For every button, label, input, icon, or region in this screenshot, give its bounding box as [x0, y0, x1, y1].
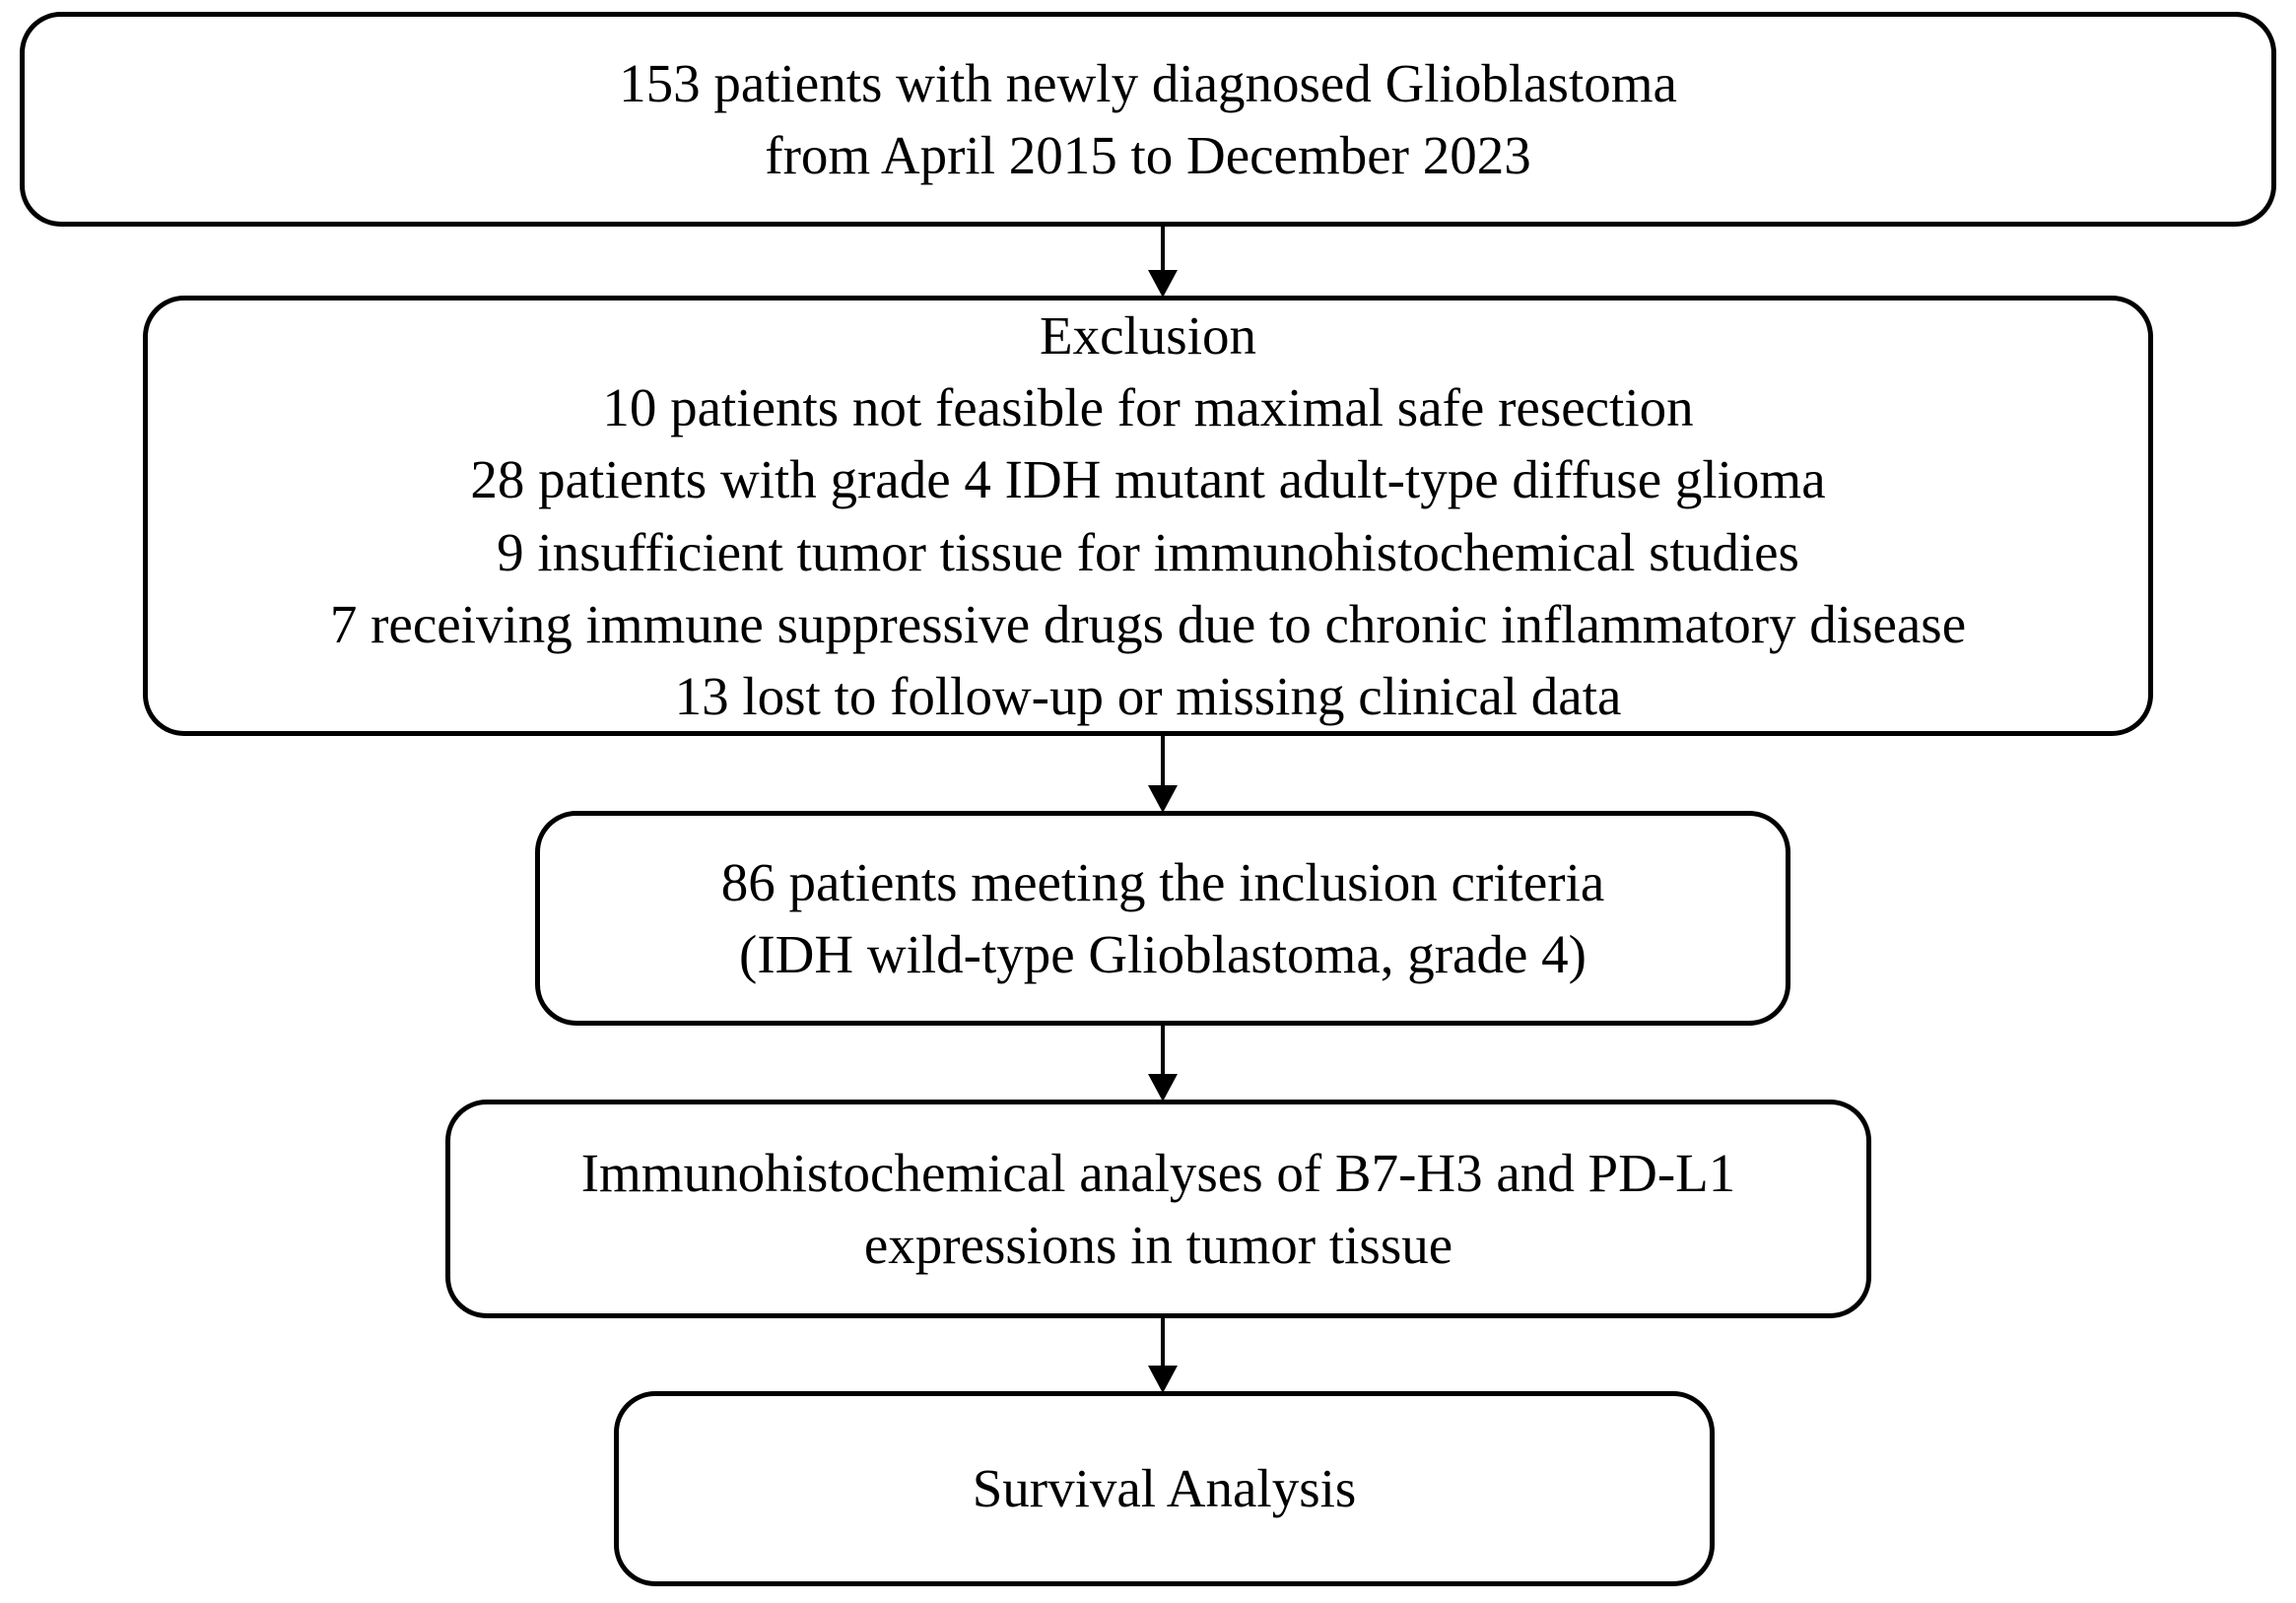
box-text-line: 86 patients meeting the inclusion criter…	[720, 851, 1605, 912]
down-arrowhead-icon	[1148, 1366, 1178, 1393]
down-arrowhead-icon	[1148, 270, 1178, 298]
flow-box-exclusion: Exclusion 10 patients not feasible for m…	[143, 296, 2153, 736]
flow-box-survival-analysis: Survival Analysis	[614, 1391, 1715, 1586]
down-arrow-connector	[1146, 736, 1180, 813]
box-text-line: Survival Analysis	[972, 1458, 1357, 1519]
arrow-stem	[1161, 1318, 1165, 1368]
arrow-stem	[1161, 1026, 1165, 1076]
box-heading-line: Exclusion	[1040, 305, 1256, 367]
box-text-line: from April 2015 to December 2023	[765, 125, 1531, 185]
down-arrow-connector	[1146, 227, 1180, 298]
box-text-line: expressions in tumor tissue	[863, 1215, 1453, 1275]
down-arrow-connector	[1146, 1026, 1180, 1102]
box-text-line: 13 lost to follow-up or missing clinical…	[674, 665, 1622, 726]
down-arrowhead-icon	[1148, 785, 1178, 813]
down-arrow-connector	[1146, 1318, 1180, 1393]
box-text-line: (IDH wild-type Glioblastoma, grade 4)	[739, 924, 1587, 984]
flow-box-ihc-analysis: Immunohistochemical analyses of B7-H3 an…	[445, 1100, 1871, 1318]
box-text-line: 9 insufficient tumor tissue for immunohi…	[497, 521, 1799, 582]
box-text-line: 153 patients with newly diagnosed Gliobl…	[619, 52, 1677, 113]
flow-box-inclusion: 86 patients meeting the inclusion criter…	[535, 811, 1790, 1026]
arrow-stem	[1161, 227, 1165, 272]
box-text-line: Immunohistochemical analyses of B7-H3 an…	[580, 1142, 1736, 1203]
box-text-line: 7 receiving immune suppressive drugs due…	[329, 593, 1967, 654]
flow-box-enrollment: 153 patients with newly diagnosed Gliobl…	[20, 12, 2276, 227]
box-text-line: 28 patients with grade 4 IDH mutant adul…	[470, 449, 1826, 510]
arrow-stem	[1161, 736, 1165, 787]
down-arrowhead-icon	[1148, 1074, 1178, 1102]
box-text-line: 10 patients not feasible for maximal saf…	[602, 377, 1694, 438]
